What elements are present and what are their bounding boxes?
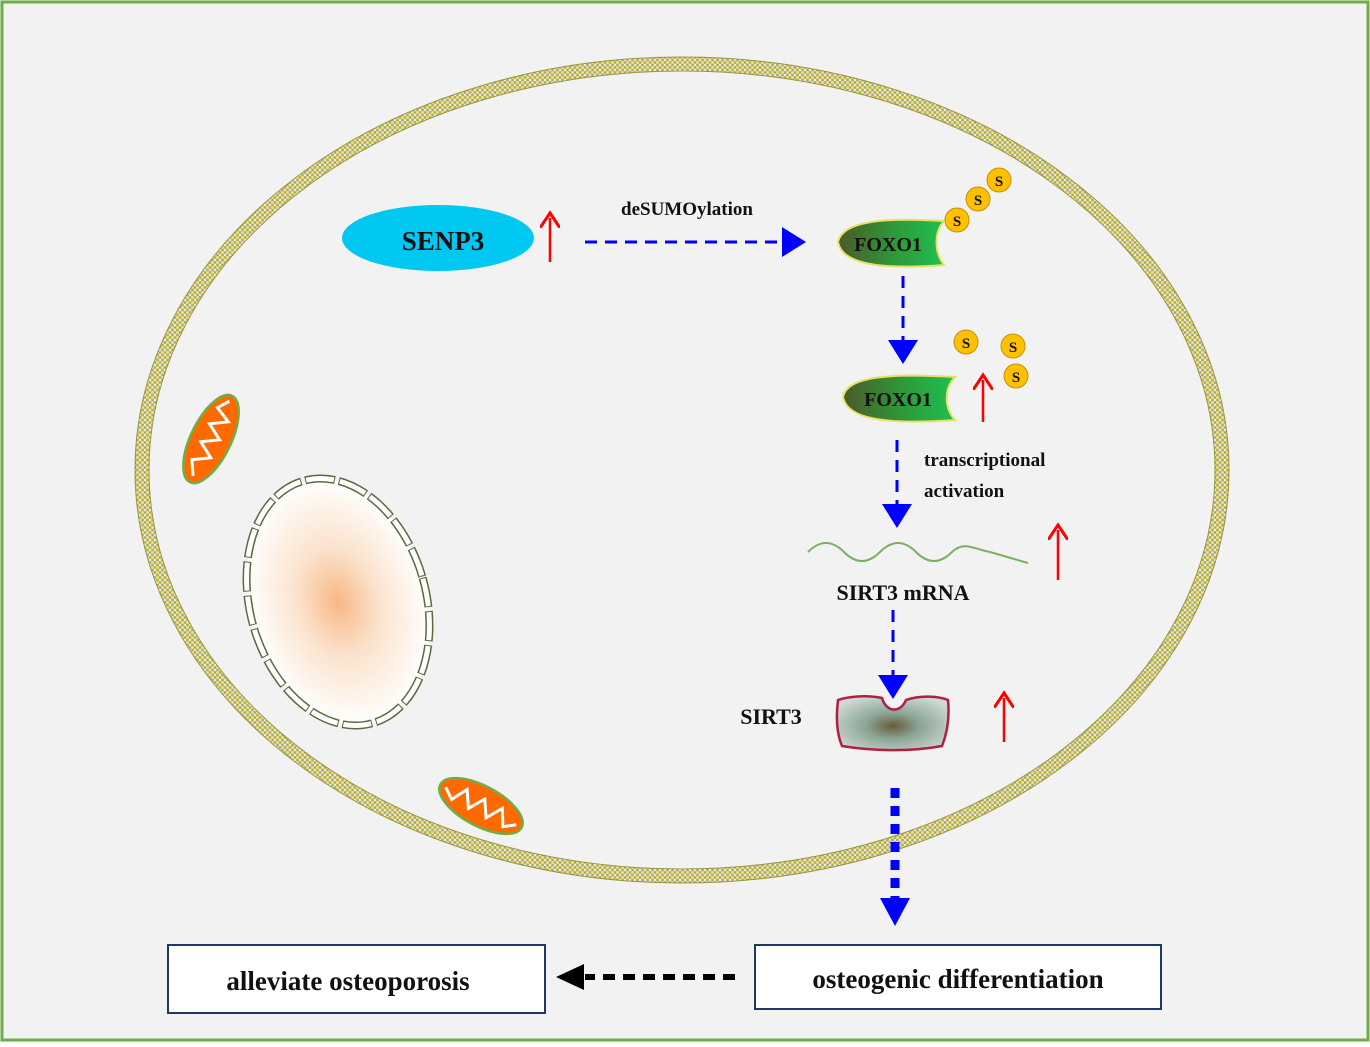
free-sumo: S S S xyxy=(953,329,1029,389)
sumo-label: S xyxy=(995,174,1003,190)
outcome-arrow xyxy=(556,964,735,990)
transcriptional-label: transcriptional xyxy=(924,450,1045,471)
sumo-label: S xyxy=(1009,340,1017,356)
mrna-strand xyxy=(807,542,1029,564)
activation-label: activation xyxy=(924,481,1005,502)
foxo1-top-label: FOXO1 xyxy=(854,234,922,256)
sumo-label: S xyxy=(974,193,982,209)
alleviate-osteoporosis-box xyxy=(167,944,546,1014)
sirt3-label: SIRT3 xyxy=(740,704,802,729)
foxo1-desumoylated xyxy=(841,374,958,423)
sumo-label: S xyxy=(1012,370,1020,386)
sumo-chain: S S S xyxy=(944,167,1012,233)
mitochondrion-lower xyxy=(438,776,524,836)
differentiation-arrow xyxy=(880,788,910,926)
sumo-label: S xyxy=(953,214,961,230)
cell-membrane xyxy=(134,56,1230,884)
foxo1-mid-label: FOXO1 xyxy=(864,389,932,411)
osteogenic-differentiation-box xyxy=(754,944,1162,1010)
senp3-label: SENP3 xyxy=(402,226,485,256)
mitochondrion-upper xyxy=(182,393,240,485)
sirt3-mrna-label: SIRT3 mRNA xyxy=(836,580,969,605)
desumoylation-label: deSUMOylation xyxy=(621,199,753,220)
sumo-label: S xyxy=(962,336,970,352)
sirt3-protein xyxy=(835,695,950,752)
senp3-protein xyxy=(342,205,534,271)
foxo1-sumoylated xyxy=(836,218,947,268)
osteogenic-label: osteogenic differentiation xyxy=(812,964,1103,994)
alleviate-label: alleviate osteoporosis xyxy=(226,966,469,996)
nucleus xyxy=(242,474,434,730)
